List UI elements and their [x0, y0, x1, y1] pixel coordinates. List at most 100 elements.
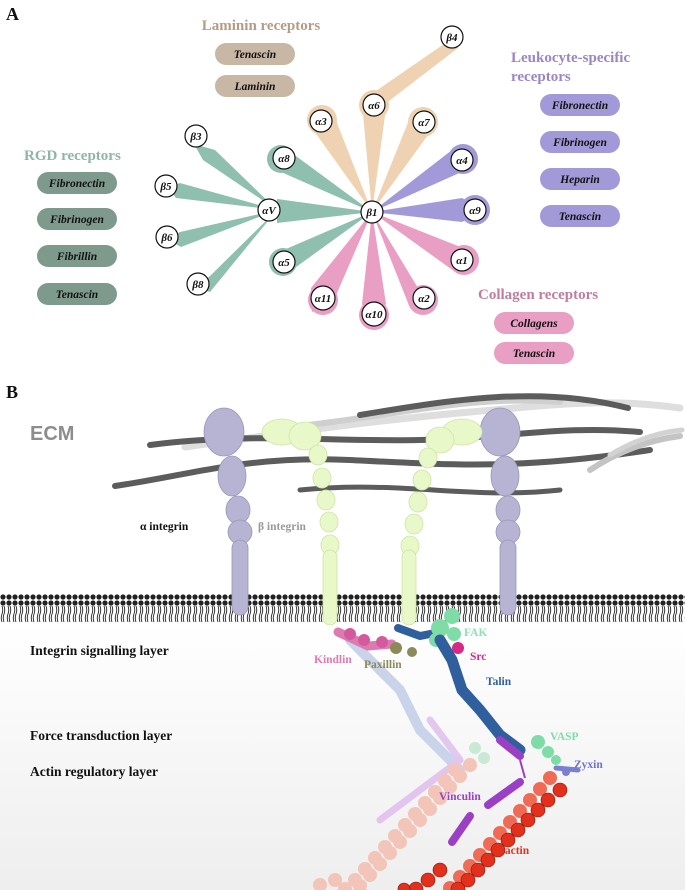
svg-text:α6: α6	[368, 100, 380, 112]
node-a2: α2	[412, 286, 436, 310]
leukocyte-pill-3	[540, 168, 620, 190]
laminin-receptors-group: Laminin receptors Tenascin Laminin	[202, 18, 321, 97]
laminin-pill-1	[215, 43, 295, 65]
svg-text:α9: α9	[469, 205, 481, 217]
beta-integrin-right	[400, 418, 483, 626]
f-actin	[397, 771, 568, 890]
node-b4: β4	[440, 25, 464, 49]
petal-a5	[275, 212, 372, 270]
rgd-ligand-4: Tenascin	[56, 289, 98, 301]
layer-force-transduction: Force transduction layer	[30, 728, 172, 743]
node-a10: α10	[361, 301, 387, 327]
vinculin-label: Vinculin	[439, 791, 481, 803]
petal-av-b8	[196, 210, 277, 292]
rgd-ligand-2: Fibrinogen	[49, 214, 104, 226]
leukocyte-ligand-4: Tenascin	[559, 211, 601, 223]
node-a3: α3	[309, 109, 333, 133]
collagen-ligand-1: Collagens	[510, 318, 558, 330]
leukocyte-ligand-3: Heparin	[559, 174, 600, 186]
svg-text:α7: α7	[418, 117, 430, 129]
beta-integrin-left	[261, 418, 340, 626]
rgd-pill-2	[37, 208, 117, 230]
alpha-integrin-label: α integrin	[140, 521, 189, 533]
vasp-label: VASP	[550, 731, 579, 743]
svg-text:α8: α8	[278, 153, 290, 165]
svg-text:β3: β3	[189, 131, 202, 143]
leukocyte-pill-2	[540, 131, 620, 153]
svg-text:α1: α1	[456, 255, 468, 267]
svg-text:α10: α10	[365, 309, 383, 321]
receptor-petals	[167, 36, 484, 326]
laminin-pill-2	[215, 75, 295, 97]
beta-integrin-label: β integrin	[258, 521, 307, 533]
kindlin-label: Kindlin	[314, 654, 352, 666]
panel-b-letter: B	[6, 382, 18, 402]
petal-av-b3	[194, 144, 277, 210]
node-a11: α11	[310, 285, 336, 311]
svg-text:α2: α2	[418, 293, 430, 305]
petal-a4	[372, 148, 470, 212]
petal-a8	[271, 148, 372, 212]
leukocyte-title-line2: receptors	[511, 69, 571, 85]
petal-b1-av	[277, 199, 372, 223]
ecm-label: ECM	[30, 423, 74, 445]
vinculin	[448, 736, 526, 846]
node-a9: α9	[463, 198, 487, 222]
svg-text:β8: β8	[191, 279, 204, 291]
node-b6: β6	[155, 225, 179, 249]
collagen-title: Collagen receptors	[478, 287, 598, 303]
rgd-pill-3	[37, 245, 117, 267]
leukocyte-pill-4	[540, 205, 620, 227]
leukocyte-pill-1	[540, 94, 620, 116]
laminin-title: Laminin receptors	[202, 18, 321, 34]
alpha-integrin-right	[479, 407, 521, 616]
talin-rod	[434, 634, 526, 756]
node-a8: α8	[272, 146, 296, 170]
svg-text:β5: β5	[159, 181, 172, 193]
node-a5: α5	[272, 250, 296, 274]
node-av: αV	[257, 198, 281, 222]
petal-av-b5	[168, 183, 277, 210]
leukocyte-receptors-group: Leukocyte-specific receptors Fibronectin…	[511, 50, 630, 227]
rgd-title: RGD receptors	[24, 148, 121, 164]
node-b8: β8	[186, 272, 210, 296]
svg-text:α5: α5	[278, 257, 290, 269]
rgd-ligand-1: Fibronectin	[48, 178, 105, 190]
leukocyte-ligand-2: Fibrinogen	[552, 137, 607, 149]
src-label: Src	[470, 651, 486, 663]
alpha-integrin-left	[203, 407, 253, 616]
collagen-ligand-2: Tenascin	[513, 348, 555, 360]
laminin-ligand-1: Tenascin	[234, 49, 276, 61]
rgd-receptors-group: RGD receptors Fibronectin Fibrinogen Fib…	[24, 148, 121, 305]
f-actin-label: F-actin	[494, 845, 530, 857]
talin-label: Talin	[486, 676, 512, 688]
layer-integrin-signalling: Integrin signalling layer	[30, 643, 169, 658]
panel-a-letter: A	[6, 4, 19, 24]
svg-text:α3: α3	[315, 116, 327, 128]
petal-av-b6	[167, 210, 277, 247]
integrin-subunit-nodes: β1 αV β3 β5 β6 β8 α8 α5 α3 α6 α7 β4 α4 α…	[154, 25, 487, 327]
collagen-pill-1	[494, 312, 574, 334]
petal-a10	[362, 212, 386, 326]
cytoplasm	[0, 623, 685, 890]
rgd-pill-1	[37, 172, 117, 194]
faded-adhesion-assembly	[313, 635, 490, 890]
ecm-fibres	[112, 393, 685, 496]
node-a1: α1	[450, 248, 474, 272]
layer-actin-regulatory: Actin regulatory layer	[30, 764, 158, 779]
vasp-zyxin	[531, 735, 581, 776]
zyxin-label: Zyxin	[574, 759, 603, 771]
node-a4: α4	[450, 148, 474, 172]
svg-text:β1: β1	[365, 207, 377, 219]
petal-a7	[372, 112, 436, 212]
collagen-pill-2	[494, 342, 574, 364]
rgd-ligand-3: Fibrillin	[56, 251, 97, 263]
node-b5: β5	[154, 174, 178, 198]
rgd-pill-4	[37, 283, 117, 305]
svg-text:β4: β4	[445, 32, 458, 44]
paxillin-label: Paxillin	[364, 659, 402, 671]
svg-text:β6: β6	[160, 232, 173, 244]
collagen-receptors-group: Collagen receptors Collagens Tenascin	[478, 287, 598, 364]
svg-text:α11: α11	[315, 293, 331, 305]
